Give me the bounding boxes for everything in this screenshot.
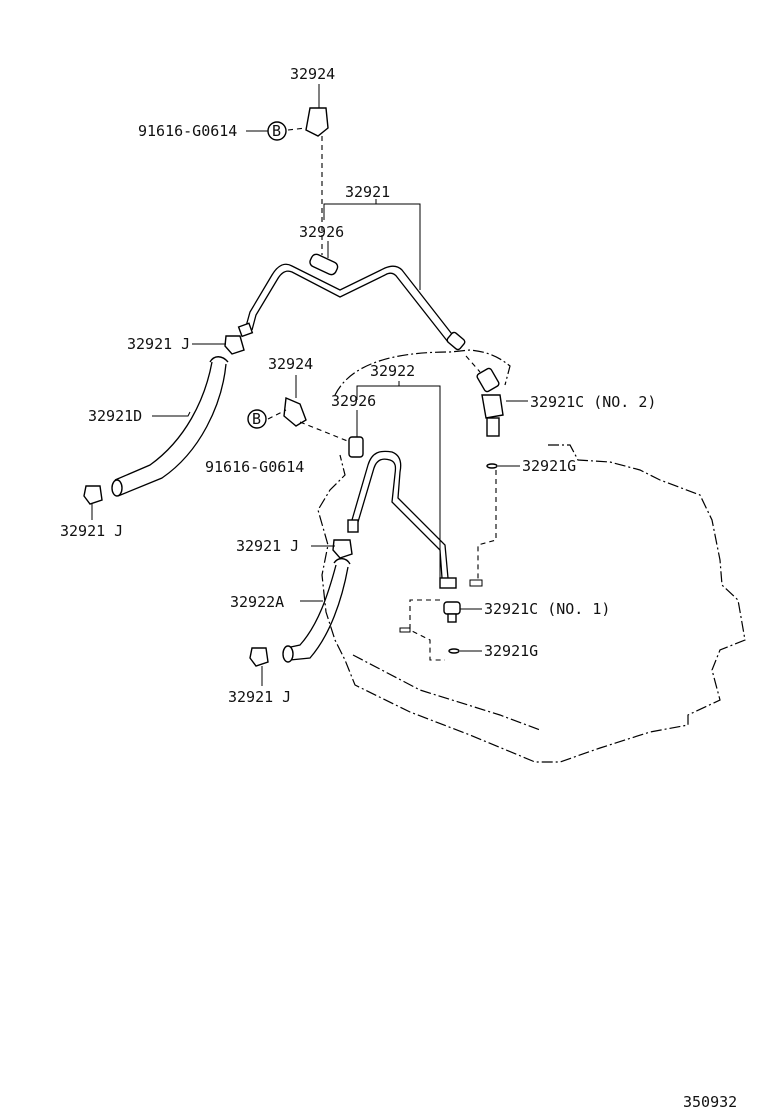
grommet-32926-mid <box>348 436 364 458</box>
label-32921c-no1: 32921C (NO. 1) <box>484 600 610 618</box>
label-32926-mid: 32926 <box>331 392 376 410</box>
lower-hose-top-end <box>333 557 351 565</box>
lower-tube <box>351 450 449 579</box>
label-bolt-b-top: B <box>272 122 281 140</box>
hose-clip-lower-b <box>249 647 269 667</box>
hose-clip-upper-b <box>83 485 103 505</box>
label-32922: 32922 <box>370 362 415 380</box>
label-bolt-b-mid: B <box>252 410 261 428</box>
label-32921d: 32921D <box>88 407 142 425</box>
label-32924-mid: 32924 <box>268 355 313 373</box>
upper-hose <box>114 361 227 497</box>
lower-hose <box>285 564 349 661</box>
label-91616-mid: 91616-G0614 <box>205 458 304 476</box>
reference-code: 350932 <box>683 1093 737 1111</box>
lower-tube-union <box>439 577 457 589</box>
cooler-fitting-no2-body <box>481 394 504 419</box>
cooler-fitting-no1-thread <box>447 613 457 623</box>
bolt-b-top-guide <box>287 127 307 131</box>
label-91616-top: 91616-G0614 <box>138 122 237 140</box>
clamp-32924-mid <box>283 396 307 427</box>
label-32921j-c: 32921 J <box>236 537 299 555</box>
label-32921g-upper: 32921G <box>522 457 576 475</box>
upper-fitting-guide <box>465 355 481 373</box>
housing-guide-lines <box>409 470 497 661</box>
gasket-lower <box>448 648 460 654</box>
upper-tube-end-fitting <box>237 322 254 338</box>
lower-tube-outer <box>357 458 443 579</box>
transmission-housing-outline <box>317 349 746 763</box>
lower-tube-end-fitting <box>347 519 359 533</box>
upper-hose-top-end <box>209 356 229 363</box>
cooler-fitting-no2-thread <box>486 417 500 437</box>
upper-tube-union <box>446 331 466 351</box>
label-32921j-b: 32921 J <box>60 522 123 540</box>
cooler-fitting-no2-top <box>476 367 500 393</box>
cooler-fitting-no1-body <box>443 601 461 615</box>
hose-clip-upper-a <box>224 335 245 355</box>
lower-hose-end <box>282 645 294 663</box>
upper-tube-outer <box>251 270 449 343</box>
hose-clip-lower-a <box>332 539 353 559</box>
label-32926-top: 32926 <box>299 223 344 241</box>
upper-hose-end <box>111 479 123 497</box>
bolt-b-mid-circle <box>247 409 267 429</box>
grommet-32926-top <box>309 253 339 276</box>
label-32921j-d: 32921 J <box>228 688 291 706</box>
label-32921c-no2: 32921C (NO. 2) <box>530 393 656 411</box>
label-32922a: 32922A <box>230 593 284 611</box>
leader-lines <box>91 84 528 686</box>
clamp-32924-top <box>305 107 329 137</box>
gasket-upper <box>486 463 498 469</box>
clamp-mid-guide <box>267 409 351 443</box>
sensor-bosses <box>399 579 483 633</box>
label-32921g-lower: 32921G <box>484 642 538 660</box>
label-32921: 32921 <box>345 183 390 201</box>
label-32921j-a: 32921 J <box>127 335 190 353</box>
housing-inner-edge <box>352 654 541 731</box>
upper-tube <box>244 263 456 339</box>
label-32924-top: 32924 <box>290 65 335 83</box>
